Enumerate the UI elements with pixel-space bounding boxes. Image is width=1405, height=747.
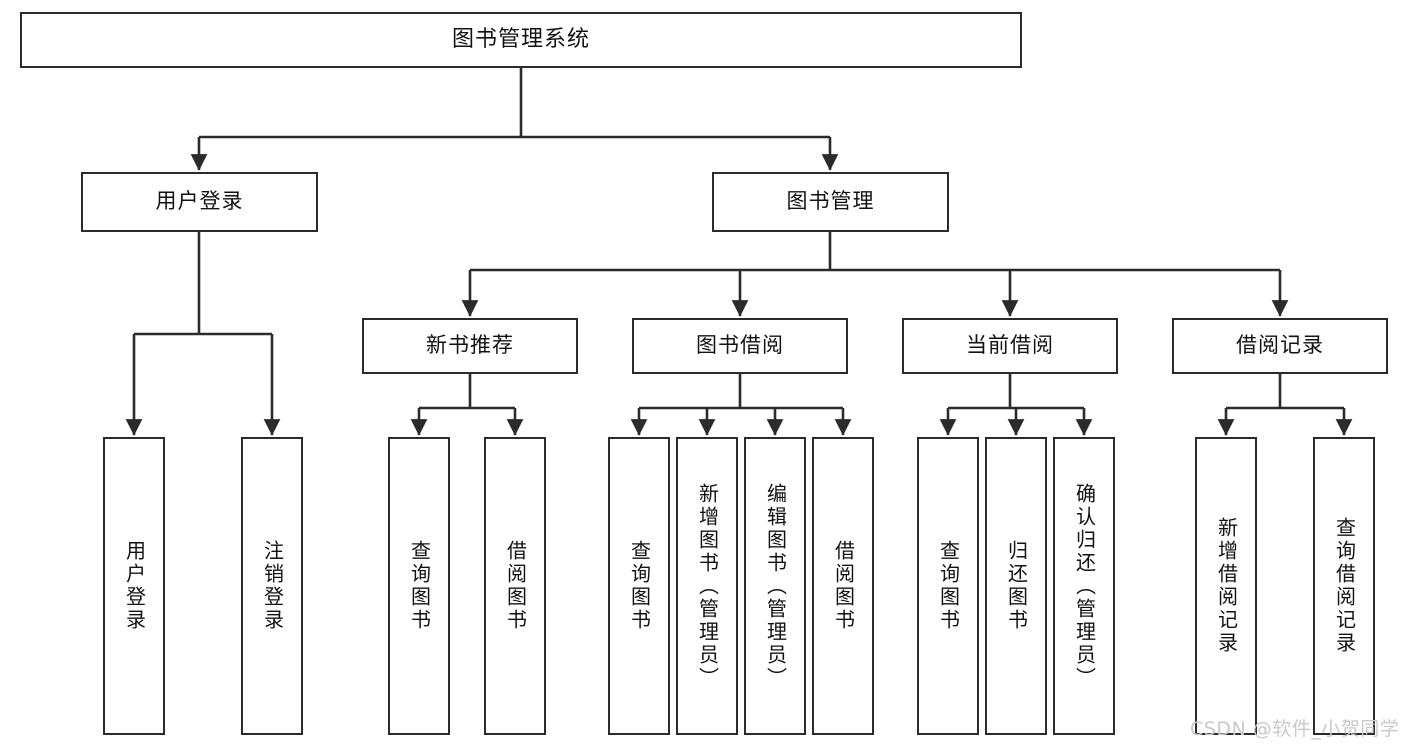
node-new-book-recommend-label: 新书推荐 — [426, 333, 514, 358]
node-leaf-query-book-3-label: 查询图书 — [936, 540, 961, 632]
node-leaf-query-record[interactable]: 查询借阅记录 — [1313, 437, 1375, 735]
node-leaf-query-record-label: 查询借阅记录 — [1332, 517, 1357, 655]
node-leaf-return-book[interactable]: 归还图书 — [985, 437, 1047, 735]
node-leaf-query-book-1[interactable]: 查询图书 — [388, 437, 450, 735]
node-root-label: 图书管理系统 — [451, 26, 590, 52]
node-user-login-label: 用户登录 — [155, 189, 244, 214]
node-leaf-borrow-book-1-label: 借阅图书 — [503, 540, 528, 632]
node-leaf-query-book-2[interactable]: 查询图书 — [608, 437, 670, 735]
node-user-login[interactable]: 用户登录 — [81, 172, 318, 232]
csdn-watermark: CSDN @软件_小贺同学 — [1190, 718, 1400, 740]
node-book-manage[interactable]: 图书管理 — [712, 172, 949, 232]
node-borrow-record[interactable]: 借阅记录 — [1172, 318, 1388, 374]
node-leaf-edit-book-label: 编辑图书（管理员） — [763, 482, 788, 690]
node-leaf-user-login[interactable]: 用户登录 — [103, 437, 165, 735]
node-book-borrow-label: 图书借阅 — [696, 333, 784, 358]
node-current-borrow[interactable]: 当前借阅 — [902, 318, 1118, 374]
node-leaf-query-book-3[interactable]: 查询图书 — [917, 437, 979, 735]
node-current-borrow-label: 当前借阅 — [966, 333, 1054, 358]
node-leaf-return-book-label: 归还图书 — [1004, 540, 1029, 632]
node-leaf-borrow-book-1[interactable]: 借阅图书 — [484, 437, 546, 735]
node-book-manage-label: 图书管理 — [786, 189, 875, 214]
node-new-book-recommend[interactable]: 新书推荐 — [362, 318, 578, 374]
node-book-borrow[interactable]: 图书借阅 — [632, 318, 848, 374]
node-leaf-logout-login[interactable]: 注销登录 — [241, 437, 303, 735]
node-borrow-record-label: 借阅记录 — [1236, 333, 1324, 358]
node-leaf-query-book-2-label: 查询图书 — [627, 540, 652, 632]
node-root[interactable]: 图书管理系统 — [20, 12, 1022, 68]
node-leaf-borrow-book-2-label: 借阅图书 — [831, 540, 856, 632]
node-leaf-confirm-return-label: 确认归还（管理员） — [1072, 482, 1097, 690]
node-leaf-query-book-1-label: 查询图书 — [407, 540, 432, 632]
node-leaf-user-login-label: 用户登录 — [122, 540, 147, 632]
node-leaf-logout-login-label: 注销登录 — [260, 540, 285, 632]
node-leaf-add-book[interactable]: 新增图书（管理员） — [676, 437, 738, 735]
node-leaf-confirm-return[interactable]: 确认归还（管理员） — [1053, 437, 1115, 735]
node-leaf-edit-book[interactable]: 编辑图书（管理员） — [744, 437, 806, 735]
node-leaf-add-record-label: 新增借阅记录 — [1214, 517, 1239, 655]
node-leaf-add-record[interactable]: 新增借阅记录 — [1195, 437, 1257, 735]
node-leaf-add-book-label: 新增图书（管理员） — [695, 482, 720, 690]
node-leaf-borrow-book-2[interactable]: 借阅图书 — [812, 437, 874, 735]
